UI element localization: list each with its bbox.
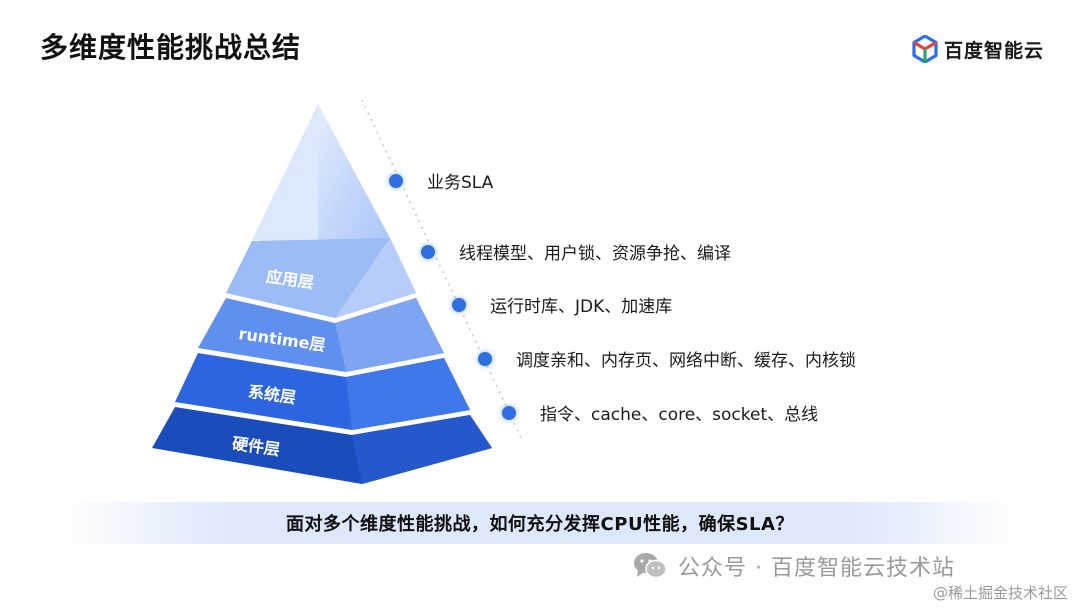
list-item: 运行时库、JDK、加速库 bbox=[452, 292, 672, 317]
slide-title: 多维度性能挑战总结 bbox=[40, 31, 302, 64]
item-text: 线程模型、用户锁、资源争抢、编译 bbox=[459, 244, 731, 264]
pyramid-apex bbox=[252, 104, 318, 244]
wechat-icon bbox=[634, 553, 667, 579]
pyramid-layer-hardware-side bbox=[352, 415, 492, 484]
item-text: 指令、cache、core、socket、总线 bbox=[540, 405, 819, 425]
watermark-main-text: 公众号 · 百度智能云技术站 bbox=[678, 556, 955, 581]
brand-logo: 百度智能云 bbox=[912, 34, 1044, 64]
item-text: 业务SLA bbox=[427, 173, 494, 193]
banner-question: 面对多个维度性能挑战，如何充分发挥CPU性能，确保SLA？ bbox=[286, 514, 794, 535]
list-item: 指令、cache、core、socket、总线 bbox=[502, 400, 818, 425]
bullet-dot-icon bbox=[478, 351, 492, 366]
list-item: 线程模型、用户锁、资源争抢、编译 bbox=[421, 239, 731, 264]
pyramid-layer-system-side bbox=[346, 358, 470, 430]
pyramid-apex-right bbox=[318, 104, 390, 244]
watermark-main: 公众号 · 百度智能云技术站 bbox=[632, 550, 955, 582]
bullet-dot-icon bbox=[452, 297, 466, 312]
pyramid-layer-app-side bbox=[335, 238, 416, 318]
bullet-dot-icon bbox=[389, 173, 403, 188]
pyramid-layer-runtime-side bbox=[335, 298, 444, 372]
bullet-dot-icon bbox=[421, 244, 435, 259]
item-text: 调度亲和、内存页、网络中断、缓存、内核锁 bbox=[516, 351, 856, 371]
bullet-dot-icon bbox=[502, 405, 516, 420]
list-item: 业务SLA bbox=[389, 168, 493, 193]
watermark-sub: @稀土掘金技术社区 bbox=[932, 584, 1068, 602]
cube-logo-icon bbox=[912, 35, 938, 63]
list-item: 调度亲和、内存页、网络中断、缓存、内核锁 bbox=[478, 346, 856, 371]
brand-name: 百度智能云 bbox=[944, 39, 1045, 62]
question-banner: 面对多个维度性能挑战，如何充分发挥CPU性能，确保SLA？ bbox=[60, 502, 1020, 544]
item-text: 运行时库、JDK、加速库 bbox=[490, 297, 673, 317]
